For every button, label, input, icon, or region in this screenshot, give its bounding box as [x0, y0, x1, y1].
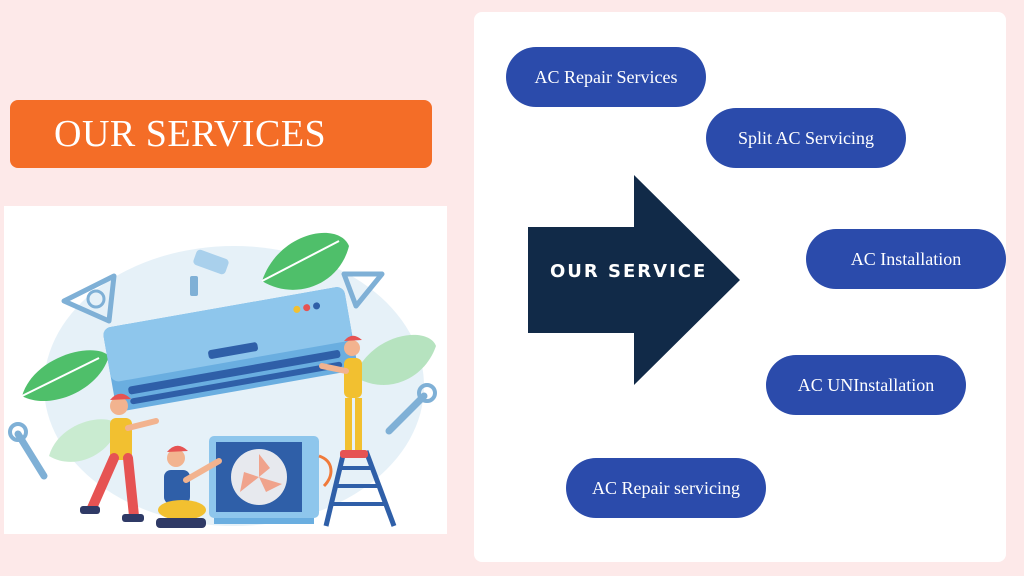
illustration-svg: [8, 232, 437, 528]
service-pill-label: Split AC Servicing: [737, 128, 874, 148]
leaf-icon: [49, 419, 119, 462]
protractor-icon: [61, 273, 117, 324]
wrench-icon: [385, 383, 437, 435]
technician-icon: [156, 445, 222, 528]
service-pill-label: AC Repair Services: [534, 67, 678, 87]
page-title-banner: OUR SERVICES: [10, 100, 432, 168]
triangle-ruler-icon: [341, 271, 385, 309]
page-title: OUR SERVICES: [54, 113, 327, 155]
leaf-icon: [354, 334, 436, 385]
technician-icon: [319, 335, 368, 458]
ladder-icon: [323, 450, 397, 527]
service-pill-ac-repair-services[interactable]: AC Repair Services: [506, 47, 706, 107]
service-pill-split-ac-servicing[interactable]: Split AC Servicing: [706, 108, 906, 168]
air-conditioner-icon: [103, 287, 357, 411]
wrench-icon: [8, 422, 48, 480]
service-pill-label: AC Repair servicing: [592, 478, 740, 498]
service-pill-ac-uninstallation[interactable]: AC UNInstallation: [766, 355, 966, 415]
technicians-illustration: [4, 206, 447, 534]
paint-roller-icon: [190, 249, 229, 296]
arrow-label: OUR SERVICE: [550, 261, 708, 282]
arrow-shape: [528, 175, 740, 385]
leaf-icon: [261, 232, 349, 290]
technician-icon: [80, 393, 159, 522]
leaf-icon: [21, 350, 109, 402]
service-pill-label: AC UNInstallation: [797, 375, 935, 395]
our-service-arrow: OUR SERVICE: [528, 175, 740, 385]
service-pill-ac-repair-servicing[interactable]: AC Repair servicing: [566, 458, 766, 518]
service-pill-label: AC Installation: [850, 249, 962, 269]
outdoor-unit-icon: [209, 436, 333, 524]
service-pill-ac-installation[interactable]: AC Installation: [806, 229, 1006, 289]
